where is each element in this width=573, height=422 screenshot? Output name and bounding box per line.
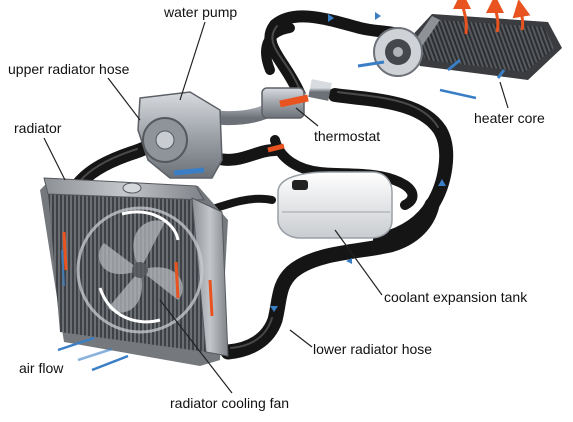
- radiator: [40, 177, 229, 366]
- flow-arrow: [346, 258, 352, 264]
- pump-pulley-hub: [155, 130, 175, 150]
- fan-rotation-arrow: [121, 210, 180, 241]
- hot-air-arrow: [512, 0, 531, 31]
- hot-air-arrow: [486, 0, 505, 33]
- leader-water-pump: [179, 21, 206, 101]
- cool-air-arrow: [447, 58, 461, 72]
- leader-expansion-tank: [334, 229, 383, 296]
- fan-rotation-arrow: [98, 287, 161, 324]
- label-upper-radiator-hose: upper radiator hose: [8, 61, 130, 77]
- radiator-cold-flow: [61, 249, 65, 287]
- radiator-cooling-fan: [76, 206, 204, 334]
- label-heater-core: heater core: [474, 110, 545, 126]
- cool-air-arrow: [496, 69, 506, 79]
- leader-upper-hose: [107, 77, 141, 121]
- radiator-side-tank: [191, 197, 229, 357]
- lower-radiator-hose: [220, 197, 440, 360]
- cool-air-arrow: [357, 60, 385, 68]
- label-lower-radiator-hose: lower radiator hose: [313, 341, 433, 357]
- heater-core: [357, 0, 562, 100]
- label-thermostat: thermostat: [314, 128, 381, 144]
- leader-heater-core: [499, 81, 509, 109]
- leader-lines: [43, 21, 509, 394]
- air-flow-arrow: [77, 347, 113, 362]
- leader-fan: [159, 299, 233, 394]
- heater-supply-hose: [264, 10, 411, 101]
- flow-arrow: [375, 12, 381, 20]
- flow-arrow: [328, 14, 334, 22]
- pump-flow-arrow: [267, 143, 285, 153]
- leader-thermostat: [295, 107, 319, 127]
- label-radiator-cooling-fan: radiator cooling fan: [170, 395, 290, 411]
- radiator-hot-flow: [174, 261, 180, 299]
- pump-bend: [308, 79, 332, 101]
- air-flow-arrow: [91, 354, 129, 372]
- radiator-hot-flow: [62, 231, 68, 271]
- thermostat-hot-arrow: [279, 94, 309, 108]
- leader-radiator: [43, 137, 66, 181]
- flow-arrow: [270, 306, 278, 312]
- coolant-expansion-tank: [277, 171, 393, 239]
- label-water-pump: water pump: [164, 4, 238, 20]
- pump-cold-inlet-arrow: [173, 167, 205, 176]
- cool-air-arrow: [439, 88, 477, 100]
- blower-hub: [393, 47, 403, 57]
- radiator-cold-flow: [208, 279, 214, 317]
- water-pump-assembly: [137, 79, 332, 179]
- tank-cap: [292, 180, 308, 190]
- label-air-flow: air flow: [19, 360, 64, 376]
- radiator-cap: [122, 182, 142, 194]
- heater-core-fins: [416, 20, 554, 72]
- air-flow-arrows: [57, 336, 129, 372]
- flow-arrow: [438, 179, 446, 186]
- pump-to-tank-hose: [209, 144, 281, 166]
- hot-air-arrow: [453, 0, 472, 35]
- air-flow-arrow: [57, 336, 95, 352]
- hose-highlights: [79, 25, 439, 349]
- heater-core-tank: [414, 16, 440, 46]
- label-radiator: radiator: [14, 120, 62, 136]
- heater-return-hose: [261, 23, 295, 75]
- leader-lower-hose: [289, 329, 313, 348]
- label-coolant-expansion-tank: coolant expansion tank: [384, 289, 528, 305]
